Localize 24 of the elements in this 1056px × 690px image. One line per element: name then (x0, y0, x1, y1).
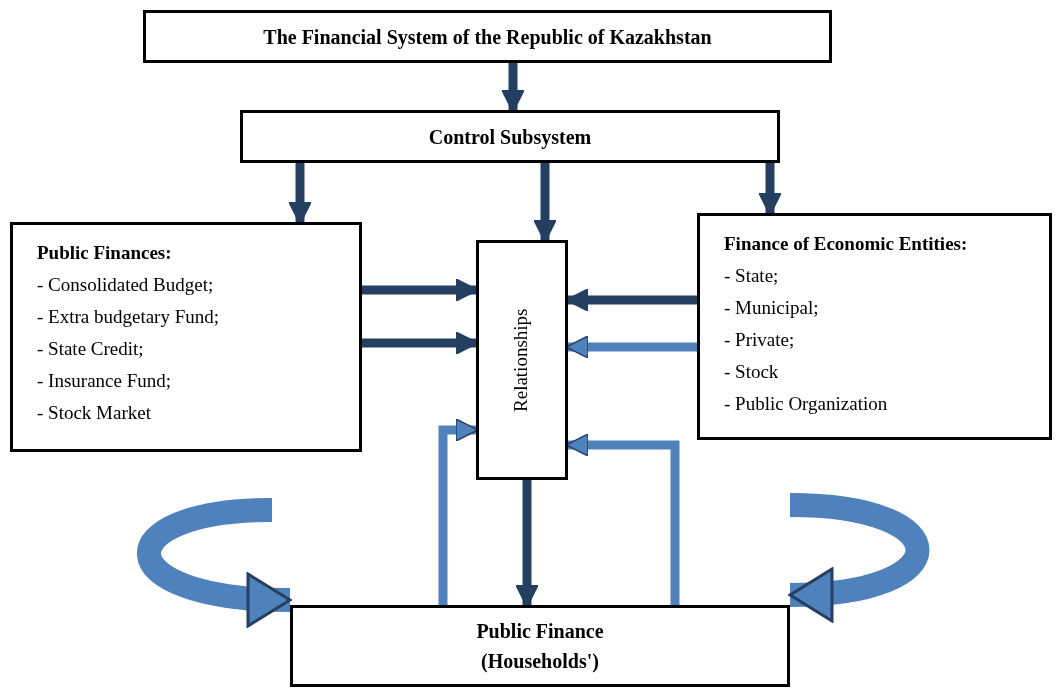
process-box (476, 240, 568, 480)
list-item: - Stock Market (37, 401, 152, 425)
process-box (290, 605, 790, 687)
list-item: - State; (724, 264, 780, 288)
arrow (137, 498, 292, 626)
list-item: - Consolidated Budget; (37, 273, 215, 297)
box-label: The Financial System of the Republic of Kazakhstan (263, 24, 712, 51)
list-box (697, 213, 1052, 440)
list-item: - Insurance Fund; (37, 369, 173, 393)
process-box (240, 110, 780, 163)
list-item: - Stock (724, 360, 780, 384)
arrow (788, 493, 930, 621)
list-item: - Extra budgetary Fund; (37, 305, 221, 329)
list-item: - Public Organization (724, 392, 889, 416)
list-item: - Municipal; (724, 296, 820, 320)
box-label: Control Subsystem (428, 124, 592, 151)
box-label: Relationships (509, 308, 533, 412)
box-heading: Public Finances: (37, 241, 173, 265)
box-heading: Finance of Economic Entities: (724, 232, 969, 256)
process-box (143, 10, 832, 63)
box-label: Public Finance (Households') (475, 619, 605, 675)
list-box (10, 222, 362, 452)
list-item: - Private; (724, 328, 796, 352)
list-item: - State Credit; (37, 337, 145, 361)
